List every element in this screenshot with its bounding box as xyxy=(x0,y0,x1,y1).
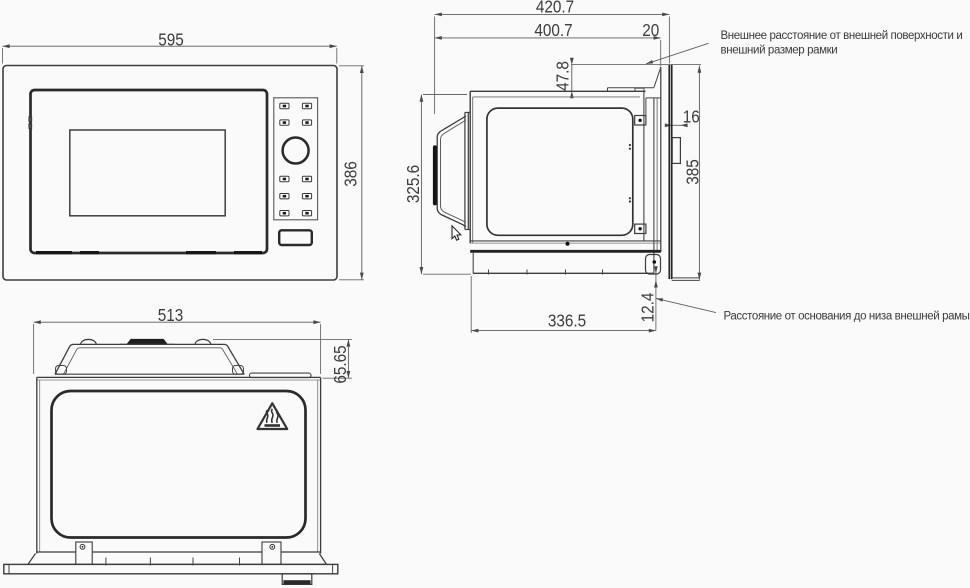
svg-text:12.4: 12.4 xyxy=(637,293,657,323)
svg-text:Внешнее расстояние от внешней: Внешнее расстояние от внешней поверхност… xyxy=(721,30,963,42)
svg-text:386: 386 xyxy=(340,161,360,187)
svg-text:595: 595 xyxy=(158,29,184,49)
svg-text:20: 20 xyxy=(642,20,659,40)
svg-text:325.6: 325.6 xyxy=(403,165,423,203)
svg-text:внешний размер рамки: внешний размер рамки xyxy=(721,44,838,56)
svg-text:47.8: 47.8 xyxy=(552,61,572,91)
svg-text:16: 16 xyxy=(683,106,700,126)
svg-text:Расстояние от основания до низ: Расстояние от основания до низа внешней … xyxy=(724,311,970,323)
svg-text:65.65: 65.65 xyxy=(330,345,350,383)
svg-text:420.7: 420.7 xyxy=(536,0,574,17)
svg-text:385: 385 xyxy=(682,159,702,185)
svg-text:336.5: 336.5 xyxy=(548,310,586,330)
svg-text:513: 513 xyxy=(158,305,184,325)
svg-text:400.7: 400.7 xyxy=(534,20,572,40)
